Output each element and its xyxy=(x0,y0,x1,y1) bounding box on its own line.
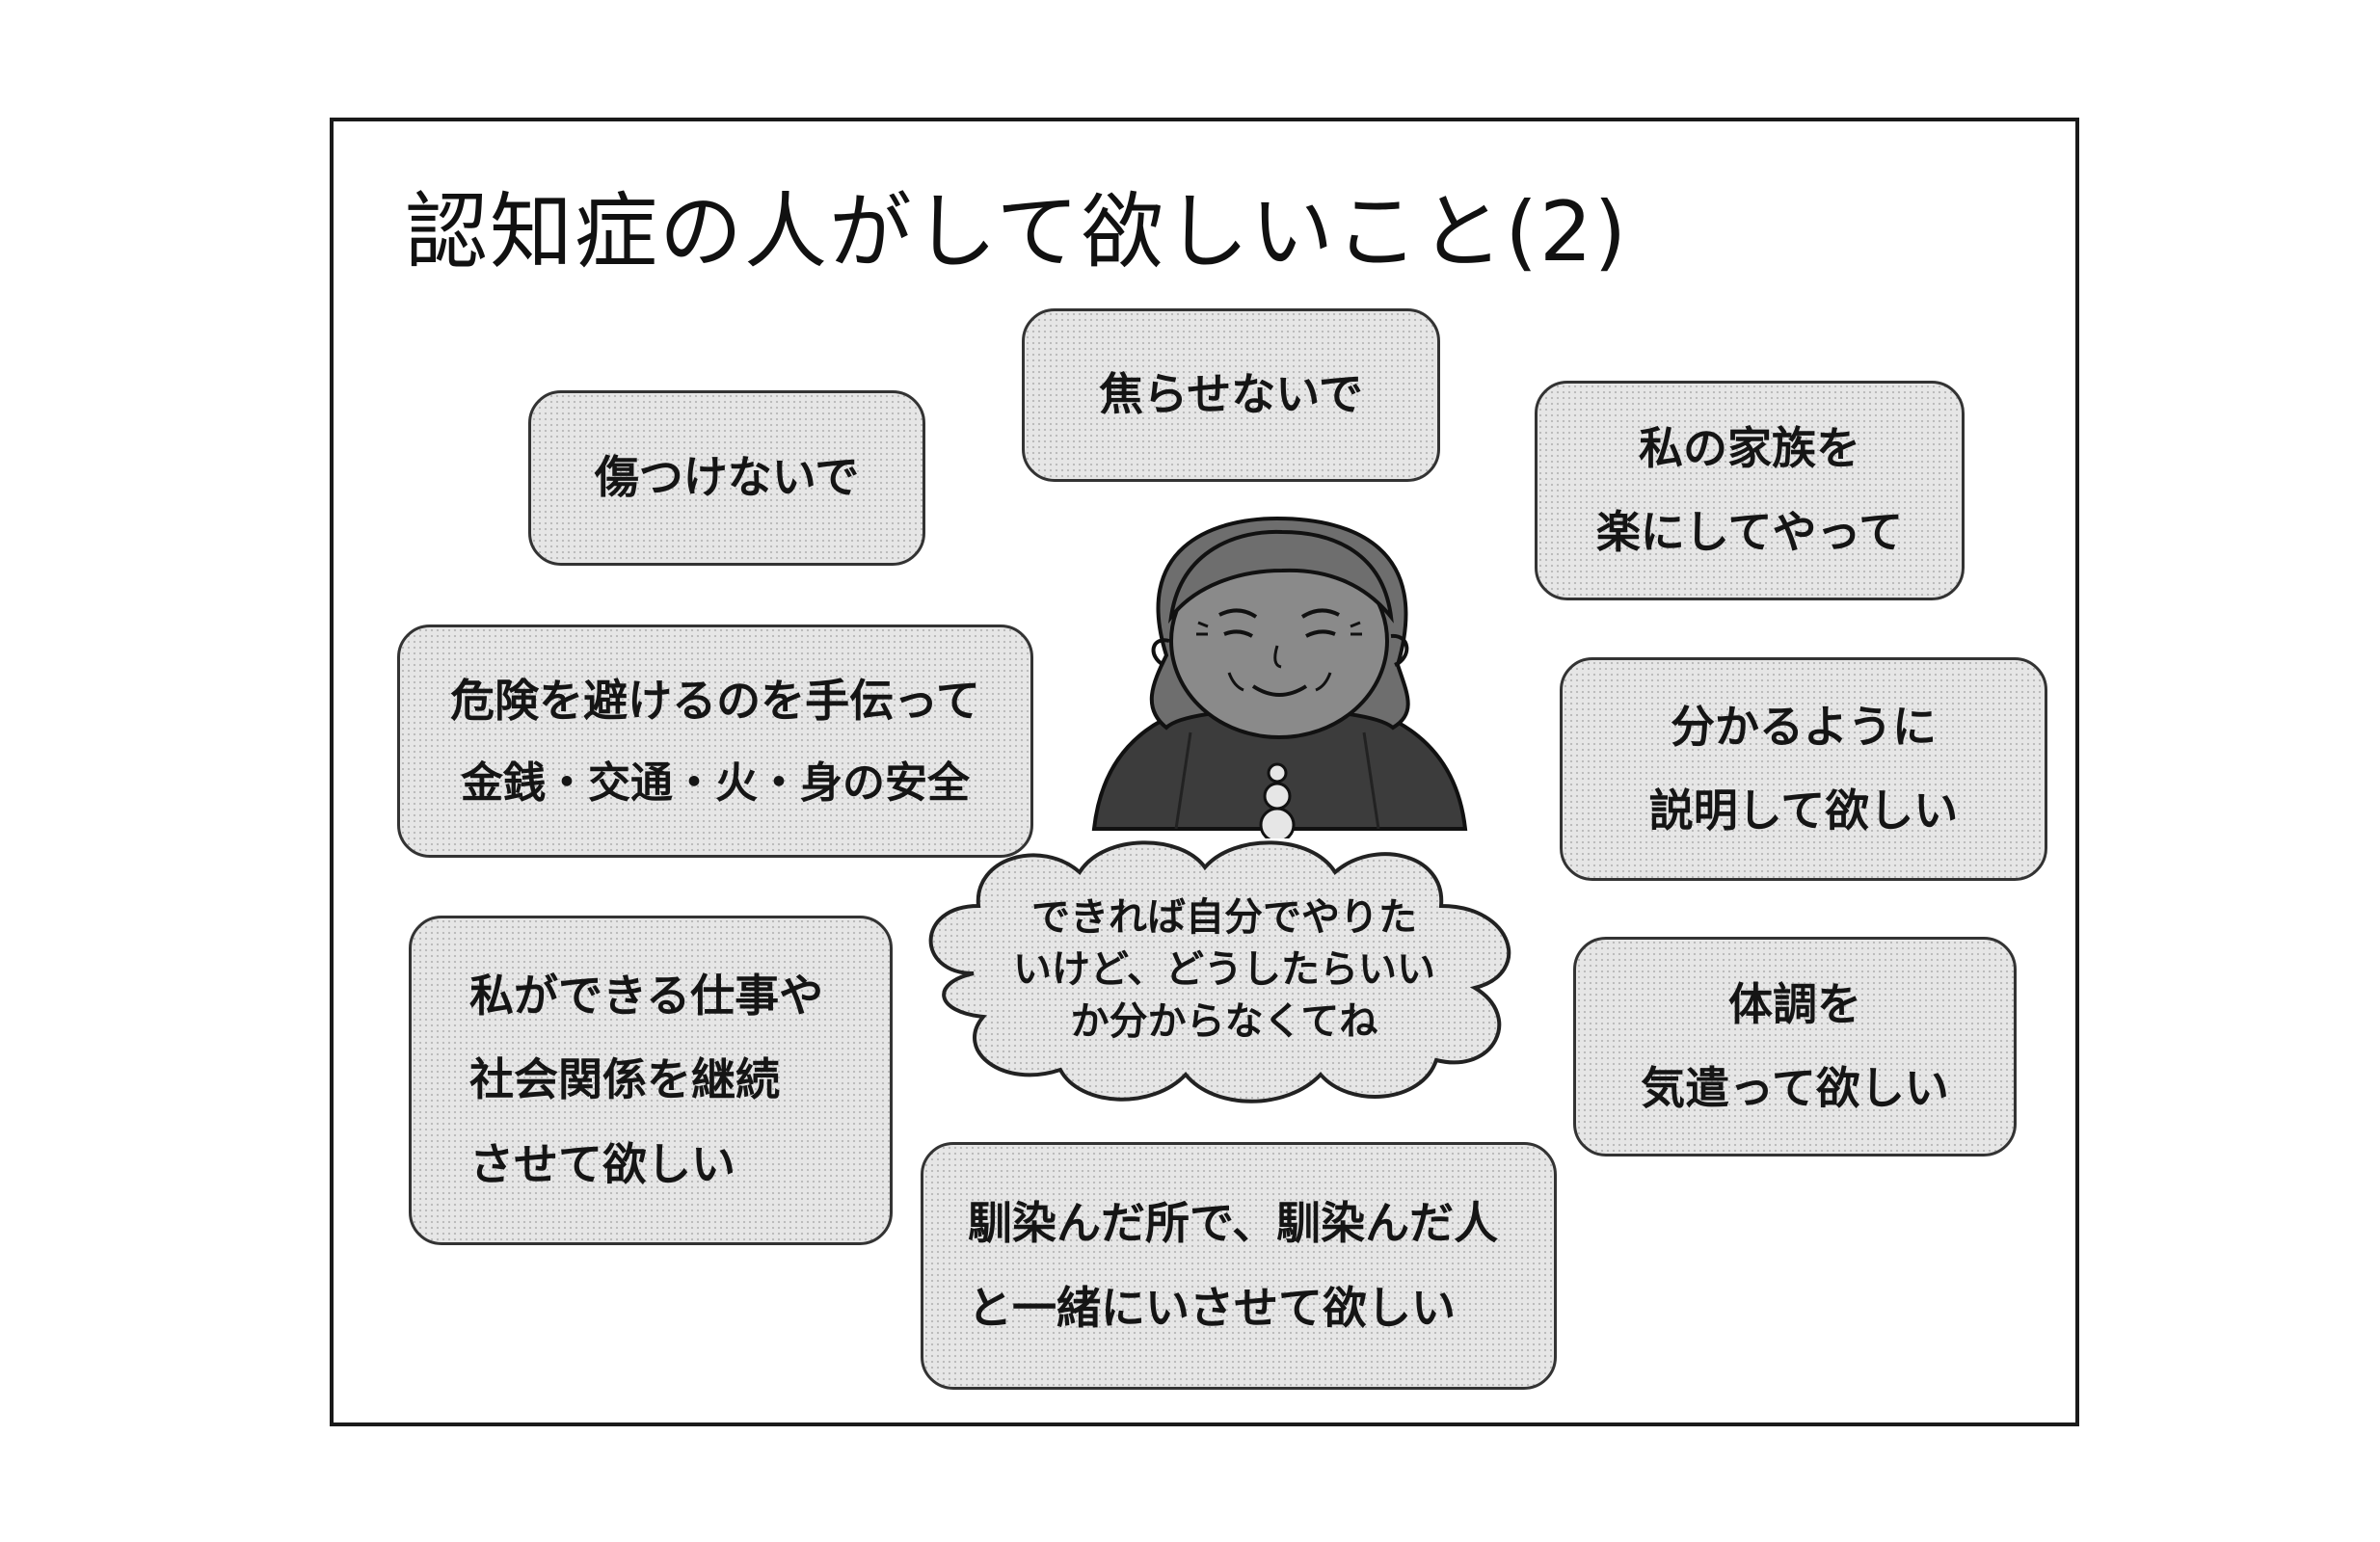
page-title: 認知症の人がして欲しいこと(2) xyxy=(405,184,1629,280)
box-text: 体調を xyxy=(1728,977,1861,1030)
box-text: させて欲しい xyxy=(469,1137,735,1190)
box-text: 焦らせないで xyxy=(1099,368,1363,421)
thought-cloud-icon xyxy=(928,840,1511,1103)
thought-line: できれば自分でやりた xyxy=(1031,895,1417,940)
box-text: 私ができる仕事や xyxy=(469,969,824,1022)
box-work: 私ができる仕事や 社会関係を継続 させて欲しい xyxy=(409,916,893,1245)
box-text: 分かるように xyxy=(1671,700,1937,753)
box-danger: 危険を避けるのを手伝って 金銭・交通・火・身の安全 xyxy=(397,625,1033,858)
box-text: 社会関係を継続 xyxy=(469,1053,780,1106)
box-text: 私の家族を xyxy=(1639,421,1860,474)
box-family: 私の家族を 楽にしてやって xyxy=(1535,381,1965,600)
box-text: 危険を避けるのを手伝って xyxy=(450,674,980,727)
box-subtext: 金銭・交通・火・身の安全 xyxy=(461,758,970,808)
box-no-hurt: 傷つけないで xyxy=(528,390,925,566)
box-health: 体調を 気遣って欲しい xyxy=(1573,937,2017,1156)
box-explain: 分かるように 説明して欲しい xyxy=(1560,657,2047,881)
elderly-person-icon xyxy=(1091,516,1468,838)
box-no-hurry: 焦らせないで xyxy=(1022,308,1440,482)
box-text: 説明して欲しい xyxy=(1648,784,1959,837)
box-familiar: 馴染んだ所で、馴染んだ人 と一緒にいさせて欲しい xyxy=(921,1142,1557,1390)
box-text: 楽にしてやって xyxy=(1595,506,1904,558)
thought-bubble-text: できれば自分でやりた いけど、どうしたらいい か分からなくてね xyxy=(983,891,1465,1048)
thought-line: いけど、どうしたらいい xyxy=(1013,947,1435,992)
thought-line: か分からなくてね xyxy=(1070,999,1378,1044)
box-text: 傷つけないで xyxy=(594,451,860,504)
box-text: 馴染んだ所で、馴染んだ人 xyxy=(968,1197,1499,1250)
box-text: と一緒にいさせて欲しい xyxy=(968,1281,1456,1334)
box-text: 気遣って欲しい xyxy=(1641,1062,1949,1114)
